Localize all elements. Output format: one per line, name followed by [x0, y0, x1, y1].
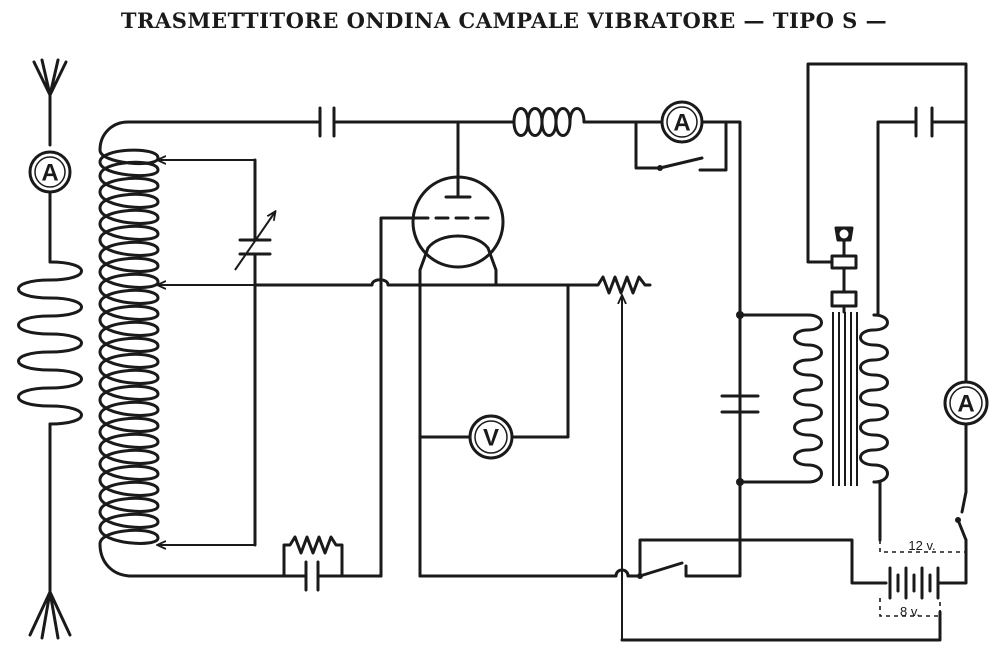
filament-switch-wire	[418, 568, 642, 578]
plate-ammeter: A	[660, 100, 704, 144]
battery	[874, 566, 946, 600]
filament-switch	[637, 543, 742, 579]
vibrator-feed-wire	[806, 62, 968, 394]
right-ammeter: A	[943, 380, 989, 426]
low-voltage-return-wire	[620, 610, 942, 642]
battery-8v-tap: 8 v.	[879, 598, 941, 619]
secondary-capacitor	[914, 106, 934, 138]
antenna-ammeter: A	[28, 150, 72, 194]
tank-coil	[98, 120, 160, 578]
battery-12v-label: 12 v.	[908, 538, 935, 553]
battery-12v-tap: 12 v.	[879, 538, 966, 553]
filament-voltmeter-label: V	[483, 425, 499, 452]
filament-voltmeter: V	[468, 414, 514, 460]
plate-ammeter-wire	[700, 120, 742, 547]
plate-ammeter-label: A	[673, 110, 690, 137]
bypass-capacitor	[720, 394, 760, 414]
antenna-ammeter-label: A	[41, 160, 58, 187]
battery-8v-label: 8 v.	[900, 604, 920, 619]
diagram-title: TRASMETTITORE ONDINA CAMPALE VIBRATORE —…	[120, 8, 888, 33]
vacuum-tube	[411, 120, 505, 287]
battery-positive-wire	[872, 480, 882, 542]
transformer-primary-wire	[738, 313, 810, 484]
rf-choke-coil	[512, 107, 586, 137]
ground-counterpoise	[28, 590, 72, 640]
right-ammeter-label: A	[957, 391, 974, 418]
filament-rheostat	[578, 275, 652, 640]
high-voltage-switch	[955, 490, 968, 542]
vibrator-contact	[830, 226, 858, 314]
grid-leak-resistor	[282, 535, 344, 578]
variable-capacitor	[234, 212, 275, 271]
antenna	[32, 58, 68, 147]
grid-leak-capacitor	[304, 560, 320, 592]
grid-tap-wire	[253, 278, 582, 287]
antenna-coupling-coil	[17, 260, 83, 426]
ammeter-shunt-switch	[634, 120, 728, 172]
secondary-feed-wire	[872, 120, 968, 317]
vibrator-transformer	[793, 312, 889, 486]
blocking-capacitor	[318, 106, 336, 138]
grid-lead-wire	[379, 216, 420, 578]
supply-feed-wire	[638, 538, 878, 585]
battery-return-wire	[942, 538, 968, 585]
voltmeter-wire	[418, 283, 570, 439]
